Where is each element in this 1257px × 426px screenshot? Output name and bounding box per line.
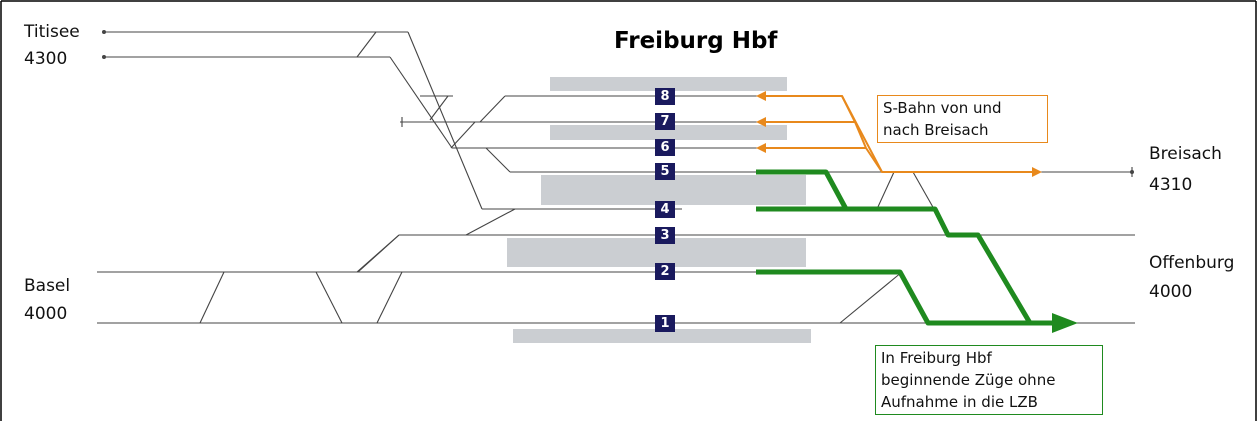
station-offenburg-code: 4000 <box>1149 282 1193 302</box>
sbahn-route <box>758 95 1040 173</box>
platform-7-8 <box>550 77 787 91</box>
station-titisee-code: 4300 <box>24 49 68 69</box>
platform-number-7: 7 <box>655 113 675 130</box>
lzb-route <box>756 169 1055 326</box>
station-offenburg-name: Offenburg <box>1149 253 1235 273</box>
sbahn-callout: S-Bahn von und nach Breisach <box>877 95 1048 143</box>
platform-number-6: 6 <box>655 139 675 156</box>
sbahn-arrowheads <box>756 91 1042 177</box>
platform-number-4: 4 <box>655 201 675 218</box>
lzb-callout: In Freiburg Hbf beginnende Züge ohne Auf… <box>875 345 1103 415</box>
station-breisach-code: 4310 <box>1149 175 1193 195</box>
platform-number-5: 5 <box>655 163 675 180</box>
lzb-callout-line2: beginnende Züge ohne <box>881 371 1056 389</box>
lzb-callout-line1: In Freiburg Hbf <box>881 349 992 367</box>
lzb-callout-line3: Aufnahme in die LZB <box>881 393 1038 411</box>
diagram-title: Freiburg Hbf <box>614 28 778 54</box>
platform-number-3: 3 <box>655 227 675 244</box>
station-basel-code: 4000 <box>24 304 68 324</box>
platform-number-1: 1 <box>655 315 675 332</box>
platform-4-5 <box>541 175 806 205</box>
platform-number-2: 2 <box>655 263 675 280</box>
platform-number-8: 8 <box>655 88 675 105</box>
lzb-arrowhead <box>1052 313 1078 333</box>
station-basel-name: Basel <box>24 276 71 296</box>
station-titisee-name: Titisee <box>24 22 80 42</box>
track-ends <box>102 30 1134 174</box>
platform-6-7 <box>550 125 787 140</box>
sbahn-callout-line1: S-Bahn von und <box>883 99 1002 117</box>
platforms <box>507 77 811 343</box>
platform-1 <box>513 329 811 343</box>
station-breisach-name: Breisach <box>1149 144 1222 164</box>
sbahn-callout-line2: nach Breisach <box>883 121 989 139</box>
